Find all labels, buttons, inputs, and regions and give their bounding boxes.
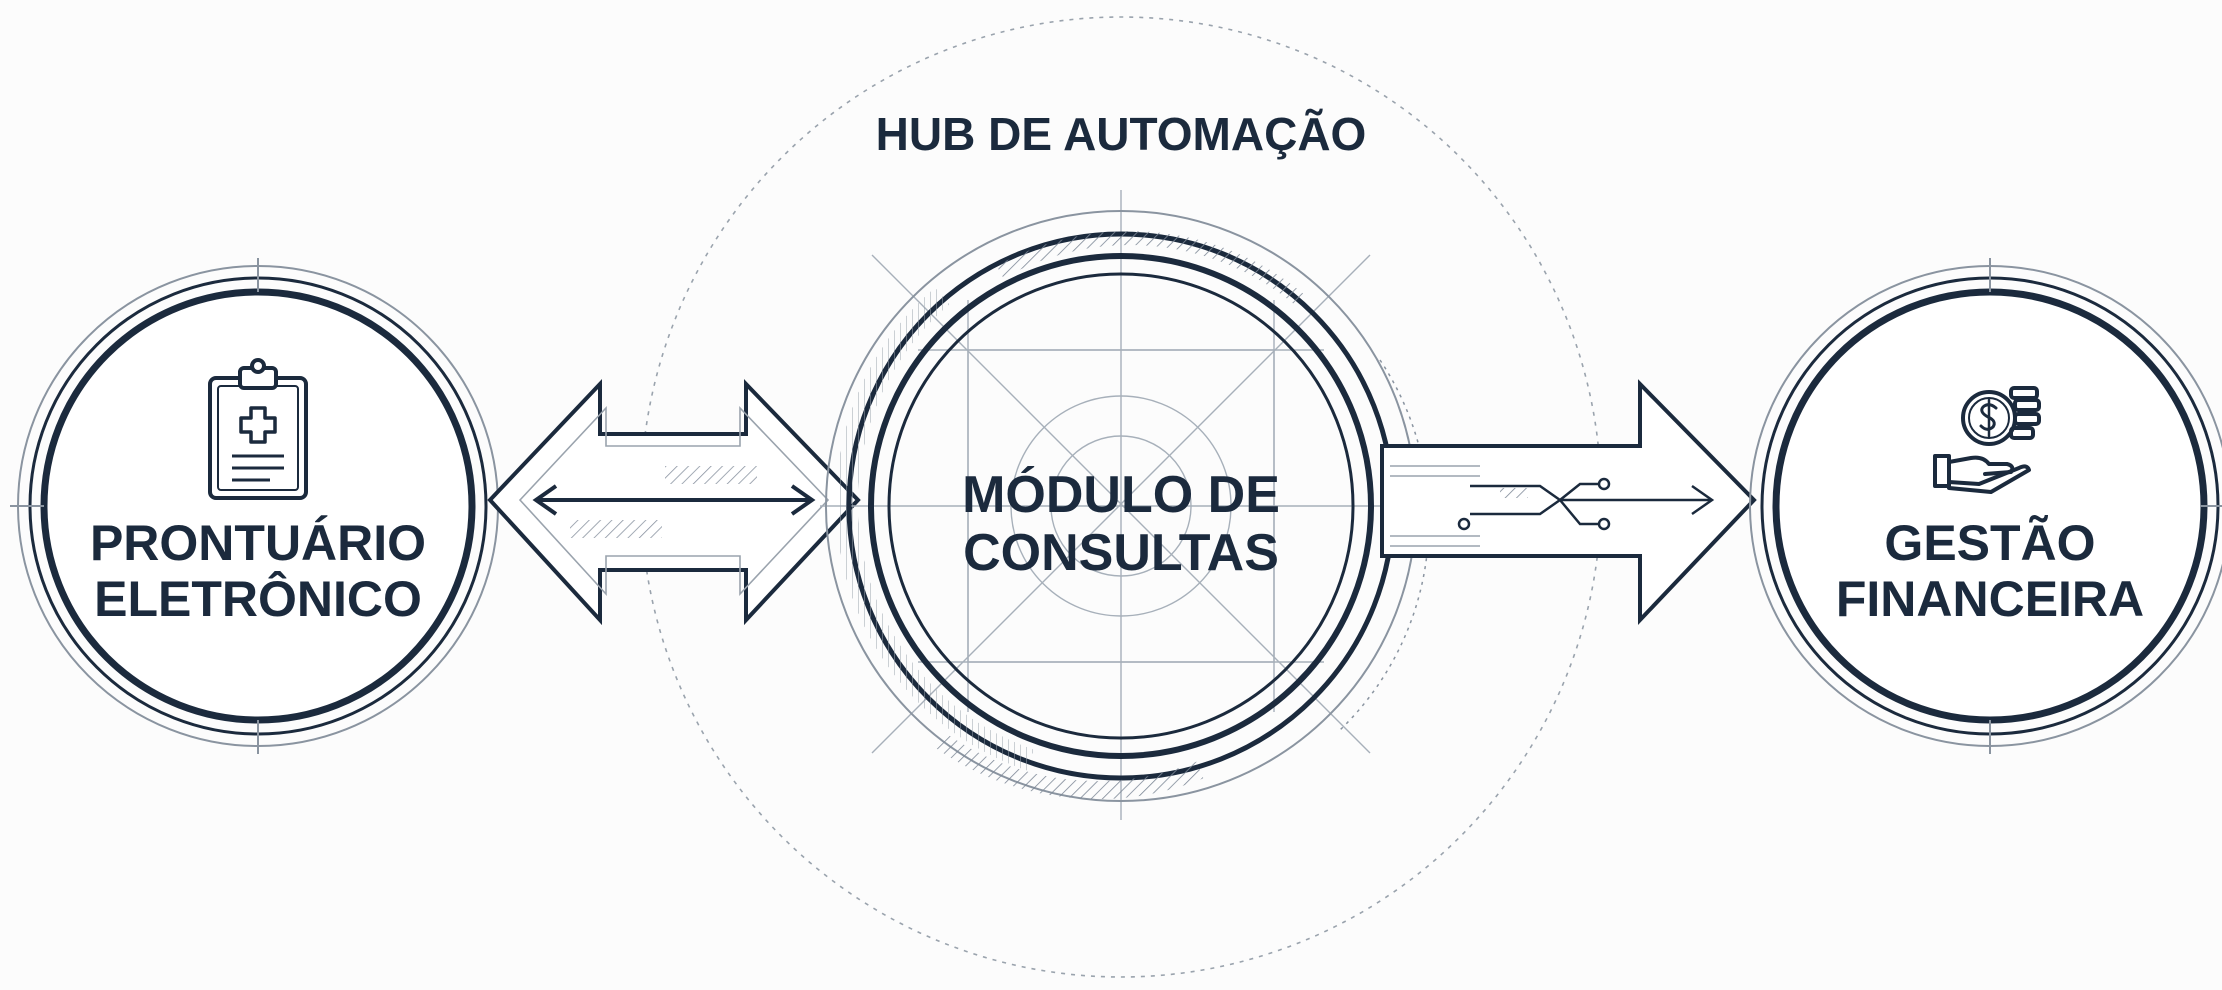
node-prontuario-line1: PRONTUÁRIO xyxy=(90,515,426,571)
clipboard-medical-icon xyxy=(208,358,308,500)
hub-title: HUB DE AUTOMAÇÃO xyxy=(876,108,1367,160)
node-modulo-line1: MÓDULO DE xyxy=(962,466,1280,524)
one-way-arrow xyxy=(1380,379,1757,626)
node-modulo-line2: CONSULTAS xyxy=(963,524,1279,582)
bidirectional-arrow xyxy=(487,378,861,626)
node-prontuario-line2: ELETRÔNICO xyxy=(94,570,422,627)
node-modulo-consultas[interactable]: MÓDULO DE CONSULTAS xyxy=(820,190,1430,820)
node-prontuario[interactable]: PRONTUÁRIO ELETRÔNICO xyxy=(10,258,499,754)
node-gestao-line2: FINANCEIRA xyxy=(1836,571,2144,627)
node-gestao-line1: GESTÃO xyxy=(1884,515,2095,571)
node-gestao-financeira[interactable]: GESTÃO FINANCEIRA xyxy=(1749,258,2222,754)
hand-coins-icon xyxy=(1933,386,2041,494)
